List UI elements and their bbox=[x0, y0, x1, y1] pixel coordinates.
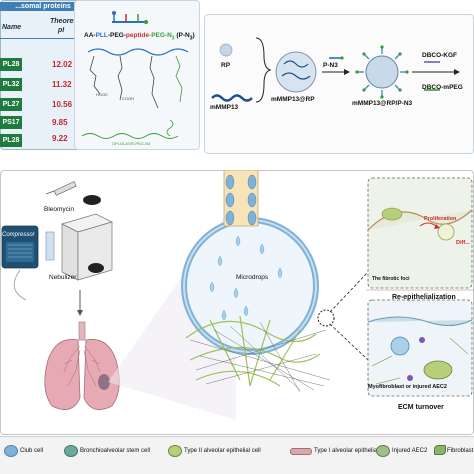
differentiation-label: Diff... bbox=[456, 240, 470, 246]
title-aa: AA- bbox=[84, 32, 96, 39]
title-peg1: -PEG- bbox=[107, 32, 126, 39]
inset-fibrotic-foci bbox=[367, 177, 473, 289]
svg-text:HOOC: HOOC bbox=[96, 92, 108, 97]
type1-cell-icon bbox=[290, 448, 312, 455]
reepithelialization-label: Re-epithelialization bbox=[392, 294, 456, 301]
workflow-drawing bbox=[211, 37, 460, 103]
fibrotic-foci-label: The fibrotic foci bbox=[372, 276, 410, 282]
nebulizer-icon bbox=[45, 231, 55, 261]
dbco-kgf-label: DBCO-KGF bbox=[422, 52, 458, 59]
injured-aec2-icon bbox=[376, 445, 390, 457]
table-col-name: Name bbox=[2, 24, 22, 31]
table-row-name: PL32 bbox=[0, 78, 22, 91]
polymer-structure-drawing: HOOC COOH bbox=[81, 11, 189, 139]
synthesis-workflow-panel bbox=[204, 14, 474, 154]
complex2-label: mMMP13@RP/P-N3 bbox=[352, 100, 413, 107]
mmmp13-label: mMMP13 bbox=[210, 104, 239, 111]
table-col-pi-line1: Theoretical bbox=[50, 18, 88, 25]
proliferation-label: Proliferation bbox=[424, 216, 457, 222]
table-row-pi: 10.56 bbox=[52, 100, 73, 109]
club-cell-icon bbox=[4, 445, 18, 457]
type2-cell-icon bbox=[168, 445, 182, 457]
table-row-name: PL28 bbox=[0, 58, 22, 71]
table-row-name: PL28 bbox=[0, 134, 22, 147]
title-close: ) bbox=[192, 32, 195, 39]
polymer-title: AA-PLL-PEG-peptide-PEG-N3 (P-N3) bbox=[84, 32, 195, 41]
ecm-turnover-label: ECM turnover bbox=[398, 404, 444, 411]
complex1-label: mMMP13@RP bbox=[271, 96, 315, 103]
legend-fibroblast: Fibroblast bbox=[447, 448, 474, 454]
table-row-name: PS17 bbox=[0, 116, 22, 129]
mouse-icon bbox=[83, 195, 101, 205]
title-end: (P-N bbox=[174, 32, 190, 39]
rp-particle-icon bbox=[219, 43, 233, 57]
microdrops-icon bbox=[209, 235, 283, 321]
inset-ecm-turnover bbox=[367, 299, 473, 397]
alveolus-icon bbox=[181, 217, 319, 355]
myofibroblast-label: Myofibroblast or injured AEC2 bbox=[368, 384, 447, 390]
collagen-mesh-icon bbox=[189, 321, 331, 393]
svg-text:COOH: COOH bbox=[122, 96, 134, 101]
syringe-icon bbox=[45, 181, 77, 196]
chain-caption: GPLGLAGR-PEG-N3 bbox=[112, 141, 151, 146]
nebulizer-label: Nebulizer bbox=[49, 274, 77, 281]
microdrops-label: Microdrops bbox=[236, 274, 269, 281]
legend-bar bbox=[0, 436, 474, 474]
title-sub: 3 bbox=[171, 35, 175, 42]
table-row-pi: 12.02 bbox=[52, 60, 73, 69]
title-peg2: -PEG-N bbox=[149, 32, 172, 39]
legend-type1-cell: Type I alveolar epithelial cell bbox=[314, 448, 390, 454]
legend-injured-aec2: Injured AEC2 bbox=[392, 448, 428, 454]
pn3-label: P-N3 bbox=[323, 62, 338, 69]
legend-stem-cell: Bronchioalveolar stem cell bbox=[80, 448, 151, 454]
legend-club-cell: Club cell bbox=[20, 448, 44, 454]
fibroblast-icon bbox=[434, 445, 446, 455]
dbco-mpeg-label: DBCO-mPEG bbox=[422, 84, 463, 91]
title-peptide: peptide bbox=[125, 32, 150, 39]
stem-cell-icon bbox=[64, 445, 78, 457]
lungs-icon bbox=[44, 321, 120, 410]
table-row-pi: 9.22 bbox=[52, 134, 68, 143]
table-row-pi: 9.85 bbox=[52, 118, 68, 127]
complex1-icon bbox=[275, 51, 317, 93]
mmmp13-strand-icon bbox=[211, 94, 253, 102]
complex2-icon bbox=[355, 45, 409, 99]
magnifier-icon bbox=[317, 309, 335, 327]
table-row-name: PL27 bbox=[0, 98, 22, 111]
rp-label: RP bbox=[221, 62, 231, 69]
legend-type2-cell: Type II alveolar epithelial cell bbox=[184, 448, 261, 454]
title-sub2: 3 bbox=[189, 35, 193, 42]
exposure-chamber-icon bbox=[61, 213, 113, 281]
table-header-rule bbox=[0, 38, 86, 39]
table-row-pi: 11.32 bbox=[52, 80, 72, 89]
bleomycin-label: Bleomycin bbox=[44, 206, 74, 213]
table-col-pi-line2: pI bbox=[58, 27, 65, 34]
title-pll: PLL bbox=[95, 32, 108, 39]
schematic-drawing bbox=[1, 170, 474, 420]
table-title: ...somal proteins bbox=[0, 2, 86, 11]
compressor-label: Compressor bbox=[2, 232, 35, 238]
